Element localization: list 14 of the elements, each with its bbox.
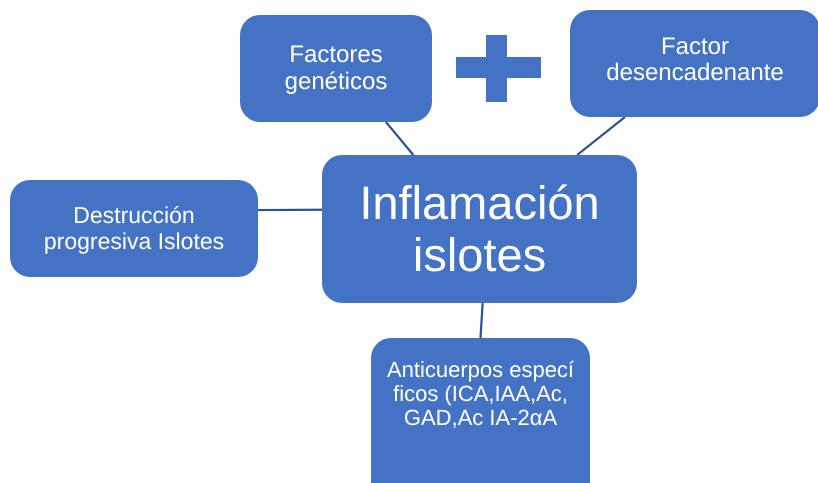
connector-line: [385, 121, 414, 156]
rounded-box: [10, 180, 258, 277]
connector-line: [576, 116, 626, 156]
rounded-box: [570, 10, 818, 117]
connector-line: [479, 302, 484, 338]
box-label: Anticuerpos específicos (ICA,IAA,Ac,GAD,Ac IA-2αA: [386, 358, 576, 431]
box-label: Factores genéticos: [284, 42, 388, 95]
rounded-box: [322, 155, 637, 303]
box-label: Factor desencadenante: [605, 34, 785, 87]
rounded-box: [371, 338, 590, 483]
box-label: Inflamación islotes: [358, 177, 601, 281]
box-label: Destrucción progresiva Islotes: [42, 203, 226, 254]
connector-line: [258, 208, 322, 212]
rounded-box: [240, 15, 432, 122]
